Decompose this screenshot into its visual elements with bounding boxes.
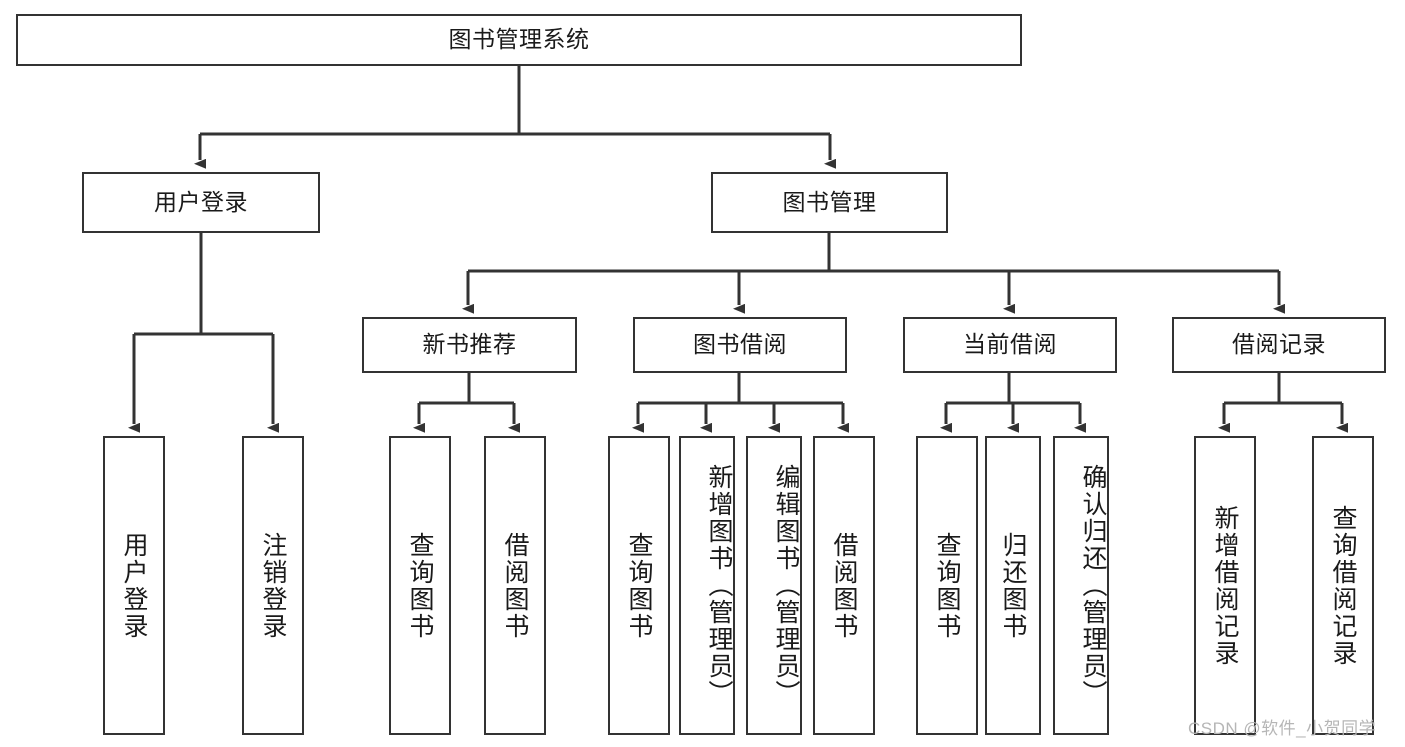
leaf-query-book-recommend[interactable]: 查询图书 [389, 436, 451, 735]
leaf-borrow-book-borrowing[interactable]: 借阅图书 [813, 436, 875, 735]
leaf-user-login[interactable]: 用户登录 [103, 436, 165, 735]
leaf-edit-book-admin[interactable]: 编辑图书（管理员） [746, 436, 802, 735]
leaf-add-book-admin[interactable]: 新增图书（管理员） [679, 436, 735, 735]
node-book-management[interactable]: 图书管理 [711, 172, 948, 233]
node-book-borrowing[interactable]: 图书借阅 [633, 317, 847, 373]
node-root[interactable]: 图书管理系统 [16, 14, 1022, 66]
leaf-logout[interactable]: 注销登录 [242, 436, 304, 735]
node-user-login[interactable]: 用户登录 [82, 172, 320, 233]
leaf-query-book-borrowing[interactable]: 查询图书 [608, 436, 670, 735]
node-new-book-recommendation[interactable]: 新书推荐 [362, 317, 577, 373]
leaf-query-borrow-record[interactable]: 查询借阅记录 [1312, 436, 1374, 735]
leaf-return-book[interactable]: 归还图书 [985, 436, 1041, 735]
leaf-borrow-book-recommend[interactable]: 借阅图书 [484, 436, 546, 735]
csdn-watermark: CSDN @软件_小贺同学 [1188, 719, 1377, 738]
leaf-add-borrow-record[interactable]: 新增借阅记录 [1194, 436, 1256, 735]
leaf-confirm-return-admin[interactable]: 确认归还（管理员） [1053, 436, 1109, 735]
node-borrowing-record[interactable]: 借阅记录 [1172, 317, 1386, 373]
leaf-query-book-current[interactable]: 查询图书 [916, 436, 978, 735]
node-current-borrowing[interactable]: 当前借阅 [903, 317, 1117, 373]
